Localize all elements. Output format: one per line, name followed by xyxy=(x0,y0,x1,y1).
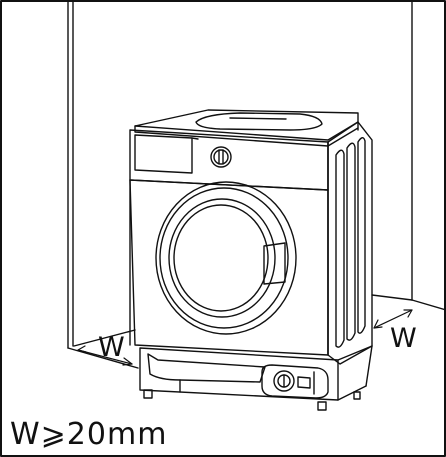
machine-top xyxy=(134,109,359,147)
drain-pump-cover xyxy=(261,364,329,399)
front-panel xyxy=(129,141,329,356)
program-knob xyxy=(210,146,232,168)
clearance-caption: W⩾20mm xyxy=(10,417,168,452)
door-handle xyxy=(263,242,286,285)
left-gap-label: W xyxy=(98,332,125,363)
left-gap-arrow xyxy=(77,345,133,366)
base-plinth xyxy=(139,345,373,401)
side-panel xyxy=(327,121,373,365)
right-gap-arrow xyxy=(373,309,413,329)
cabinet-walls xyxy=(67,0,413,349)
feet xyxy=(143,389,361,411)
right-gap-label: W xyxy=(390,323,417,354)
door xyxy=(155,181,297,335)
